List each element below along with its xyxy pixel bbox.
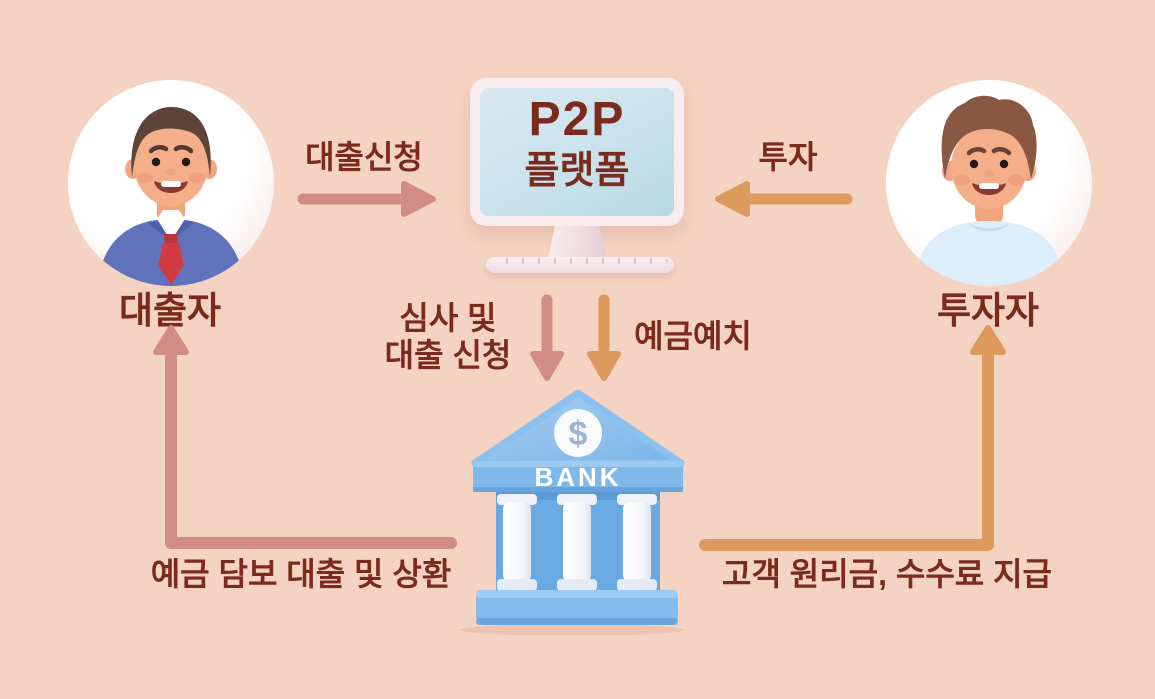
keyboard [486,257,674,273]
review-label: 심사 및 대출 신청 [385,300,512,374]
teeth [161,181,181,187]
platform-title: P2P [528,93,626,146]
borrower-figure [97,107,245,286]
arrow-payout [699,325,1006,551]
investor-label: 투자자 [936,290,1040,331]
eyebrow-left [966,147,987,156]
eyebrow-right [173,145,194,154]
bank-base [476,590,678,625]
eye-right [999,159,1009,169]
eyebrow-right [991,147,1012,156]
arrow-review-down [530,294,564,381]
column [617,494,657,591]
t-shirt [913,221,1065,286]
eye-left [969,159,979,169]
hair [941,95,1037,179]
eye-right [181,157,191,167]
deposit-label: 예금예치 [634,318,752,354]
eyebrow-left [148,145,169,154]
investor-avatar [886,80,1092,286]
loan-application-label: 대출신청 [305,139,423,175]
investor-figure [913,95,1065,286]
t-shirt-collar [969,223,1009,232]
arrow-investment [715,181,853,217]
nose [984,170,994,178]
review-label-line2: 대출 신청 [384,336,512,373]
borrower-label: 대출자 [118,290,222,331]
dollar-badge [554,409,602,457]
column [497,494,537,591]
tie-knot [164,234,178,243]
bank-shadow [460,624,684,635]
nose [166,168,176,176]
cheek-right [1008,174,1024,186]
eye-left [151,157,161,167]
bank-building: $ BANK [460,390,685,635]
columns [497,494,657,591]
hair [131,107,211,177]
tie [158,243,184,285]
arrow-loan-application [297,181,436,217]
architrave-edge [473,487,683,492]
bank-base-edge [476,618,678,625]
shirt-collar [157,210,185,241]
cheek-left [137,172,153,184]
monitor-screen: P2P 플랫폼 [480,88,674,216]
teeth [979,183,999,189]
bank-sign: BANK [534,462,621,492]
architrave [473,461,683,492]
column [557,494,597,591]
cheek-right [189,172,205,184]
monitor-stand [548,226,606,259]
secured-loan-label: 예금 담보 대출 및 상환 [150,556,452,592]
architrave-highlight [473,461,683,467]
monitor: P2P 플랫폼 [470,78,684,226]
cheek-left [954,174,970,186]
arrow-deposit-down [587,294,621,381]
dollar-icon: $ [569,415,588,453]
bank-base-highlight [476,590,678,598]
borrower-avatar [68,80,274,286]
face [134,124,208,206]
payout-label: 고객 원리금, 수수료 지급 [722,556,1052,592]
platform-subtitle: 플랫폼 [524,150,630,192]
review-label-line1: 심사 및 [399,300,497,336]
face [951,125,1027,209]
investment-label: 투자 [758,139,818,175]
